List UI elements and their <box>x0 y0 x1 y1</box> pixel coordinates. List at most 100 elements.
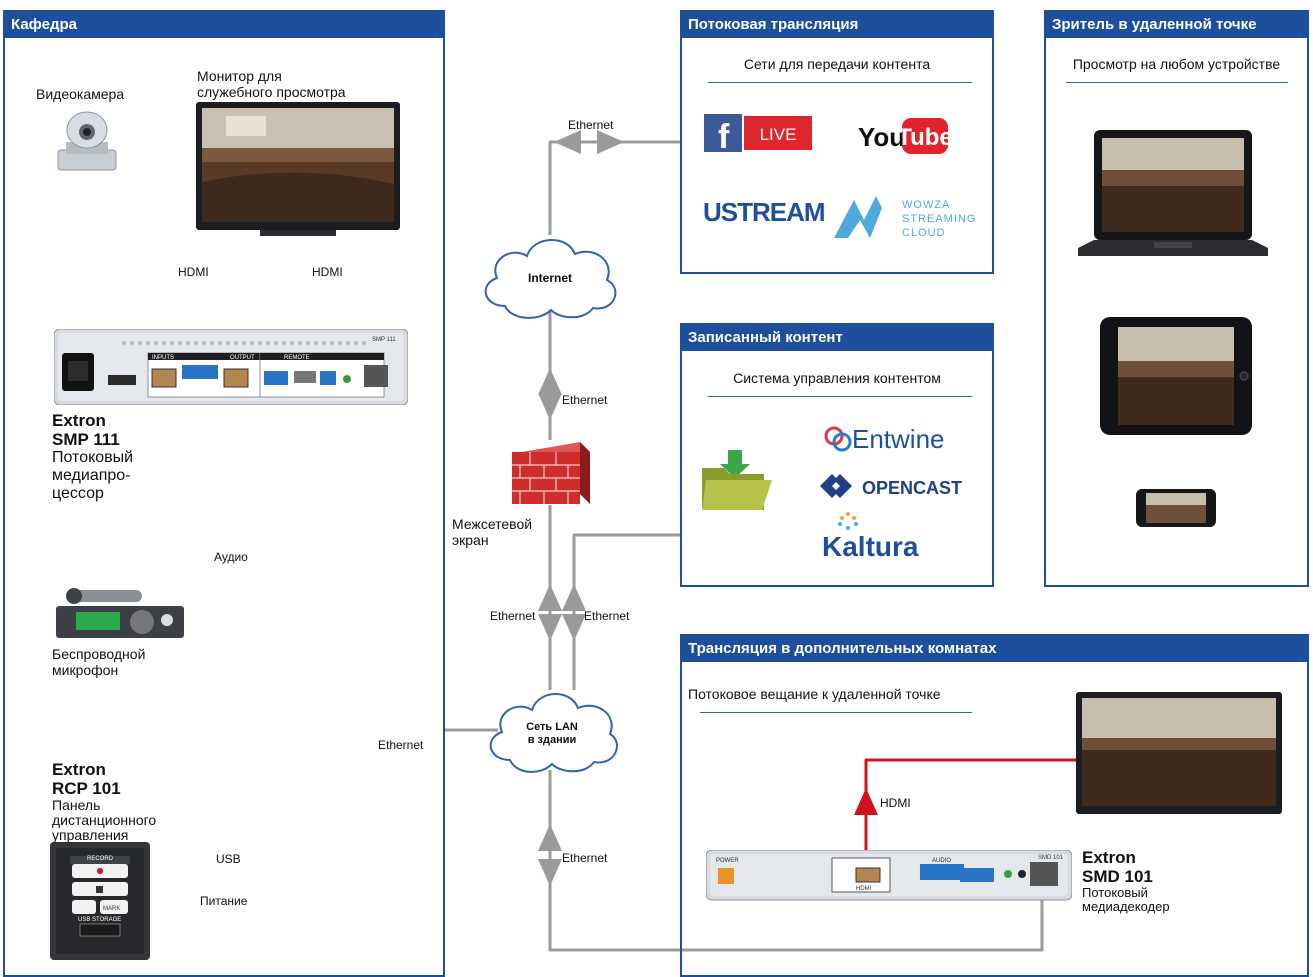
svg-text:REMOTE: REMOTE <box>284 355 310 361</box>
hdmi-cable-smd <box>864 758 1076 862</box>
usb-label: USB <box>216 852 241 866</box>
rcp101-desc-line2: дистанционного <box>52 812 157 828</box>
smp111-desc-line3: цессор <box>52 485 104 502</box>
rcp101-desc-line3: управления <box>52 827 129 843</box>
confidence-monitor-icon <box>196 102 400 236</box>
power-label: Питание <box>200 894 248 908</box>
svg-text:RECORD: RECORD <box>87 856 114 862</box>
laptop-icon <box>1078 130 1268 256</box>
panel-overflow-title: Трансляция в дополнительных комнатах <box>682 636 1307 662</box>
panel-recorded-title: Записанный контент <box>682 325 992 351</box>
smp111-desc-line1: Потоковый <box>52 449 134 466</box>
svg-text:WOWZA: WOWZA <box>902 199 950 211</box>
rcp101-panel: RECORD MARK USB STORAGE <box>50 842 150 960</box>
panel-streaming-rule <box>708 82 972 83</box>
ustream-logo: USTREAM <box>703 197 826 227</box>
panel-overflow-subtitle: Потоковое вещание к удаленной точке <box>688 686 941 702</box>
monitor-label-line1: Монитор для <box>197 68 282 84</box>
microphone-icon <box>56 588 184 638</box>
panel-overflow-rule <box>700 712 972 713</box>
svg-text:USB STORAGE: USB STORAGE <box>78 917 121 923</box>
phone-icon <box>1136 489 1216 527</box>
camera-label: Видеокамера <box>36 86 125 102</box>
panel-recorded: Записанный контент <box>680 323 994 587</box>
svg-text:Entwine: Entwine <box>852 424 945 454</box>
panel-streaming-subtitle: Сети для передачи контента <box>743 56 931 72</box>
folder-download-icon <box>702 450 772 510</box>
smd101-brand: Extron <box>1082 848 1136 867</box>
smd101-model: SMD 101 <box>1082 867 1153 886</box>
hdmi-camera-label: HDMI <box>178 265 209 279</box>
firewall-label-line2: экран <box>452 532 489 548</box>
lan-cloud: Сеть LAN в здании <box>489 693 618 773</box>
svg-text:CLOUD: CLOUD <box>902 227 946 239</box>
microphone-label: Беспроводной микрофон <box>52 646 145 678</box>
kaltura-logo: Kaltura <box>822 512 919 560</box>
svg-text:INPUTS: INPUTS <box>152 355 174 361</box>
panel-streaming: Потоковая трансляция <box>680 10 994 274</box>
monitor-label-line2: служебного просмотра <box>197 84 346 100</box>
svg-text:HDMI: HDMI <box>856 886 872 892</box>
facebook-live-logo: f LIVE <box>704 114 812 154</box>
audio-label: Аудио <box>214 550 248 564</box>
rcp101-label: Extron RCP 101 Панель дистанционного упр… <box>52 760 156 843</box>
smp111-model: SMP 111 <box>52 430 120 449</box>
firewall-icon <box>512 442 590 504</box>
smd101-desc-line1: Потоковый <box>1082 885 1148 900</box>
svg-text:Сеть LAN: Сеть LAN <box>526 721 578 733</box>
svg-text:SMD 101: SMD 101 <box>1038 855 1064 861</box>
ethernet-lan-smp-label: Ethernet <box>378 738 424 752</box>
smp111-label: Extron SMP 111 Потоковый медиапро- цессо… <box>52 411 133 503</box>
svg-text:SMP 111: SMP 111 <box>372 337 396 343</box>
rcp101-desc-line1: Панель <box>52 797 101 813</box>
ethernet-firewall-label: Ethernet <box>562 393 608 407</box>
panel-viewer-title: Зритель в удаленной точке <box>1046 12 1307 38</box>
hdmi-smd-label: HDMI <box>880 796 911 810</box>
smp111-device: INPUTS OUTPUT REMOTE SMP 111 <box>54 329 408 405</box>
svg-text:STREAMING: STREAMING <box>902 213 976 225</box>
svg-text:POWER: POWER <box>716 858 739 864</box>
ethernet-bottom-label: Ethernet <box>562 851 608 865</box>
smp111-brand: Extron <box>52 411 106 430</box>
wowza-logo: WOWZA STREAMING CLOUD <box>834 196 976 239</box>
panel-overflow: Трансляция в дополнительных комнатах <box>680 634 1309 977</box>
microphone-label-line1: Беспроводной <box>52 646 146 662</box>
ethernet-internet-streaming <box>548 140 680 235</box>
rcp101-model: RCP 101 <box>52 779 121 798</box>
svg-text:OPENCAST: OPENCAST <box>862 478 962 498</box>
ethernet-top-label: Ethernet <box>568 118 614 132</box>
panel-recorded-rule <box>708 396 972 397</box>
smd101-device: POWER AUDIO SMD 101 HDMI <box>706 850 1072 901</box>
svg-text:Kaltura: Kaltura <box>822 531 919 560</box>
entwine-logo: Entwine <box>824 424 945 454</box>
smd101-desc-line2: медиадекодер <box>1082 899 1170 914</box>
firewall-label: Межсетевой экран <box>452 516 532 548</box>
panel-lectern-title: Кафедра <box>5 12 443 38</box>
opencast-logo: OPENCAST <box>820 474 962 498</box>
internet-cloud: Internet <box>484 239 617 319</box>
microphone-label-line2: микрофон <box>52 662 119 678</box>
smd101-label: Extron SMD 101 Потоковый медиадекодер <box>1082 848 1170 914</box>
panel-streaming-title: Потоковая трансляция <box>682 12 992 38</box>
youtube-logo: You Tube <box>858 118 953 154</box>
hdmi-monitor-label: HDMI <box>312 265 343 279</box>
panel-viewer-subtitle: Просмотр на любом устройстве <box>1072 56 1281 72</box>
panel-recorded-subtitle: Система управления контентом <box>733 370 941 386</box>
ethernet-left-label: Ethernet <box>490 609 536 623</box>
tablet-icon <box>1100 317 1252 435</box>
svg-text:MARK: MARK <box>103 906 120 912</box>
firewall-label-line1: Межсетевой <box>452 516 533 532</box>
svg-text:AUDIO: AUDIO <box>932 858 951 864</box>
camera-icon <box>57 111 117 171</box>
panel-viewer: Зритель в удаленной точке <box>1044 10 1309 587</box>
svg-text:Tube: Tube <box>897 124 953 151</box>
svg-text:Internet: Internet <box>528 271 572 285</box>
rcp101-brand: Extron <box>52 760 106 779</box>
svg-text:You: You <box>858 122 905 152</box>
panel-viewer-rule <box>1066 82 1288 83</box>
overflow-monitor-icon <box>1076 692 1282 814</box>
ethernet-right-label: Ethernet <box>584 609 630 623</box>
smp111-desc-line2: медиапро- <box>52 467 131 484</box>
svg-text:в здании: в здании <box>528 734 577 746</box>
svg-text:OUTPUT: OUTPUT <box>230 355 255 361</box>
